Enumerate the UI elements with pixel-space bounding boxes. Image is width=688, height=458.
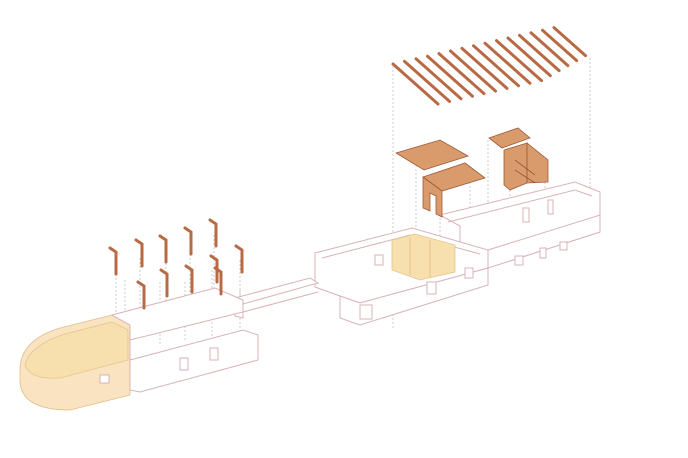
roof-beam	[552, 26, 587, 58]
roof-beam	[403, 59, 451, 103]
roof-beam	[483, 41, 532, 85]
roof-beam	[518, 33, 561, 73]
middle-building-walls	[314, 227, 489, 326]
timber-frame	[213, 266, 223, 296]
timber-frame	[108, 246, 118, 276]
roof-beam	[529, 31, 570, 68]
roof-beams	[391, 26, 587, 106]
roof-beam	[437, 52, 486, 96]
timber-frame	[234, 244, 244, 274]
timber-frame	[209, 254, 219, 284]
roof-beam	[541, 28, 579, 63]
timber-frame	[184, 264, 194, 294]
roof-beam	[495, 39, 543, 83]
roof-beam	[391, 62, 440, 106]
timber-frame	[159, 268, 169, 298]
timber-frames	[108, 218, 244, 310]
timber-frame	[208, 218, 218, 248]
timber-frame	[183, 226, 193, 256]
timber-frame	[158, 234, 168, 264]
roof-beam	[460, 46, 509, 90]
roof-beam	[426, 54, 474, 98]
timber-frame	[136, 280, 146, 310]
roof-beam	[472, 44, 520, 88]
floor-panels	[395, 139, 486, 218]
left-building	[19, 287, 259, 411]
right-building-walls	[438, 181, 601, 269]
timber-infill-partitions	[391, 233, 456, 281]
timber-frame	[134, 238, 144, 268]
roof-beam	[449, 49, 497, 93]
roof-beam	[506, 36, 552, 78]
stair-module	[488, 127, 549, 191]
roof-beam	[414, 57, 463, 101]
connecting-corridor	[234, 277, 320, 319]
